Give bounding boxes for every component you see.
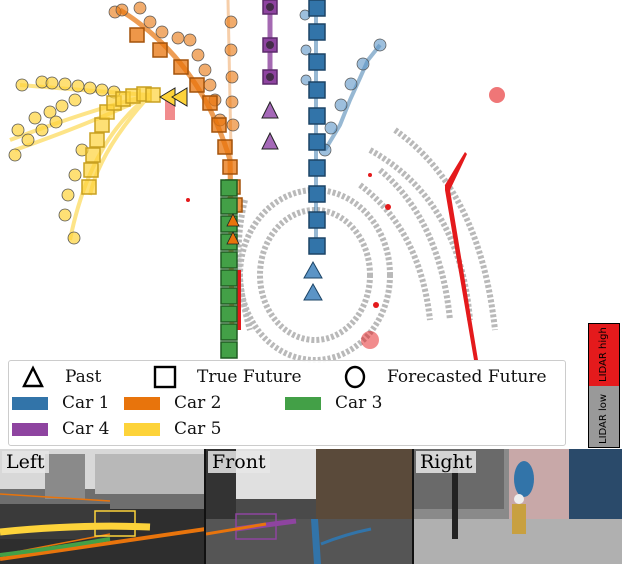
colorbar-low-label: LIDAR low xyxy=(598,393,609,444)
legend-item-car5: Car 5 xyxy=(124,419,222,439)
camera-label: Right xyxy=(416,451,477,473)
square-icon xyxy=(153,365,177,389)
camera-right-image xyxy=(414,449,622,564)
triangle-icon xyxy=(22,365,44,388)
car2-past-triangles xyxy=(226,213,240,245)
color-swatch xyxy=(285,396,321,410)
car4-forecast-circles xyxy=(266,3,274,81)
color-swatch xyxy=(124,396,160,410)
legend-item-car4: Car 4 xyxy=(12,419,110,439)
colorbar-high-label: LIDAR high xyxy=(598,327,609,382)
car1-true-future-squares xyxy=(308,0,326,255)
camera-views: Left Front Right xyxy=(0,449,622,564)
lidar-points-high xyxy=(165,87,505,360)
camera-front-image xyxy=(206,449,412,564)
colorbar-low xyxy=(589,385,619,447)
legend-label: Forecasted Future xyxy=(387,367,547,387)
car4-true-future-squares xyxy=(262,0,278,85)
color-swatch xyxy=(12,396,48,410)
car5-past-triangles xyxy=(159,87,188,107)
bev-lidar-plot xyxy=(8,0,505,363)
color-swatch xyxy=(12,422,48,436)
legend-item-car2: Car 2 xyxy=(124,393,222,413)
legend: Past True Future Forecasted Future Car 1… xyxy=(8,360,566,446)
camera-label: Left xyxy=(2,451,49,473)
circle-icon xyxy=(344,365,366,389)
legend-label: True Future xyxy=(197,367,302,387)
legend-label: Car 1 xyxy=(62,393,110,413)
colorbar-high xyxy=(589,324,619,386)
car2-forecast-circles xyxy=(108,1,240,132)
legend-label: Car 3 xyxy=(335,393,383,413)
color-swatch xyxy=(124,422,160,436)
legend-item-past: Past xyxy=(21,365,101,389)
legend-item-car3: Car 3 xyxy=(285,393,383,413)
legend-label: Car 4 xyxy=(62,419,110,439)
camera-front: Front xyxy=(206,449,414,564)
camera-label: Front xyxy=(208,451,270,473)
legend-label: Car 5 xyxy=(174,419,222,439)
car2-true-future-squares xyxy=(129,27,243,213)
car5-trajectories xyxy=(9,83,152,241)
camera-left: Left xyxy=(0,449,206,564)
legend-item-forecasted-future: Forecasted Future xyxy=(343,365,547,389)
lidar-colorbar: LIDAR high LIDAR low xyxy=(588,323,620,448)
legend-item-car1: Car 1 xyxy=(12,393,110,413)
camera-right: Right xyxy=(414,449,622,564)
car5-forecast-circles xyxy=(8,75,121,245)
legend-label: Past xyxy=(65,367,102,387)
car1-past-triangles xyxy=(303,260,323,301)
legend-label: Car 2 xyxy=(174,393,222,413)
camera-left-image xyxy=(0,449,204,564)
car5-true-future-squares xyxy=(81,86,161,195)
car2-trajectories xyxy=(118,0,235,331)
legend-item-true-future: True Future xyxy=(153,365,302,389)
car4-past-triangles xyxy=(261,100,279,150)
